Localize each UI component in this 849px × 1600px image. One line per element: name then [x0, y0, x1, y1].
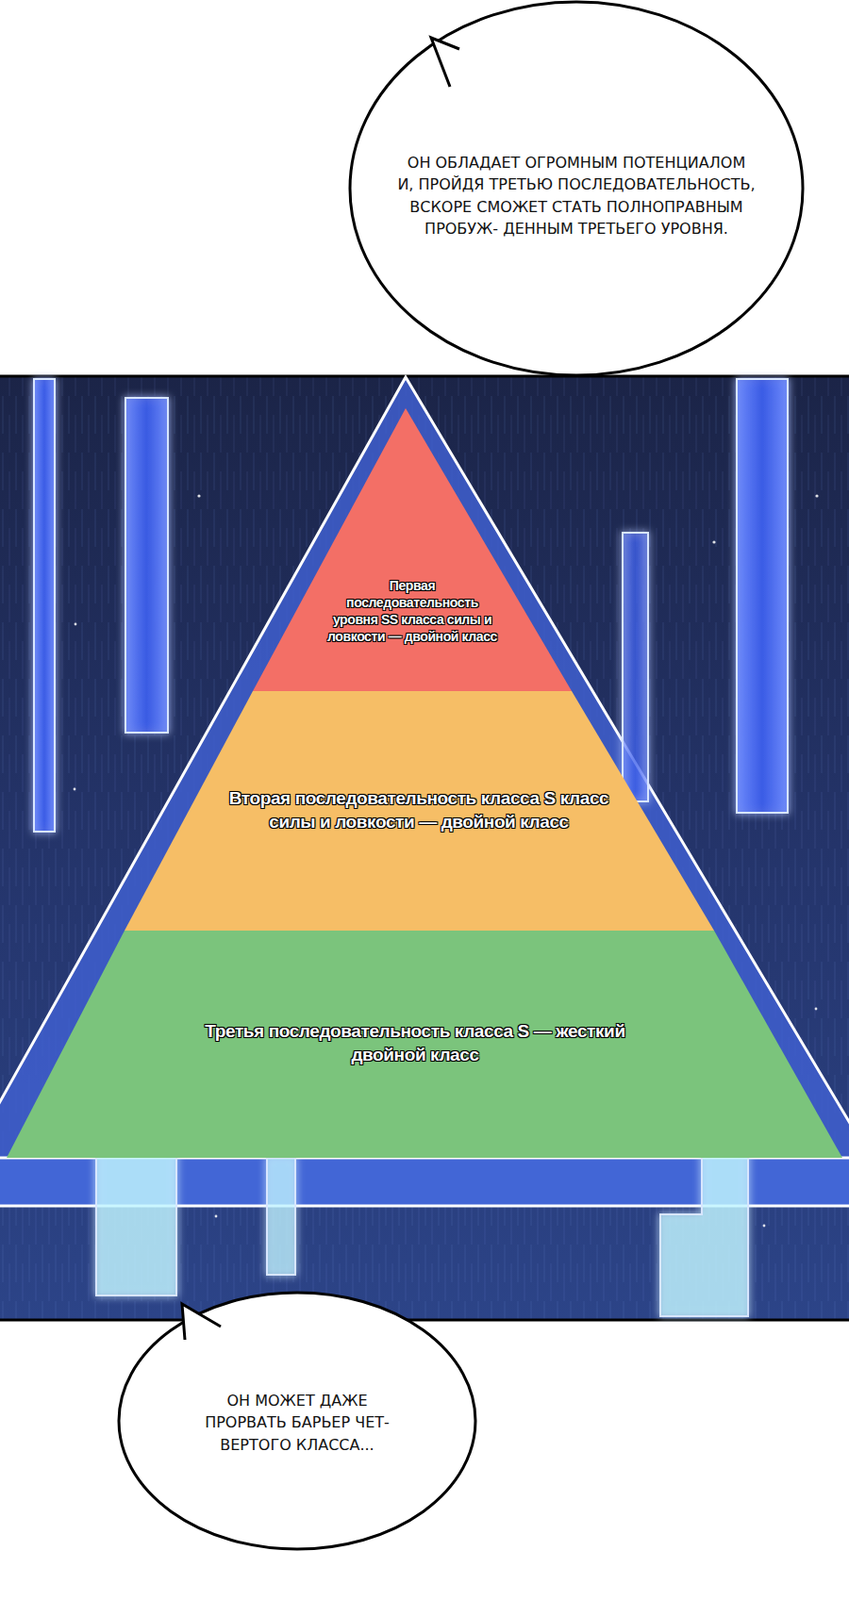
- bubble-tail: [182, 1304, 221, 1341]
- sparkle: [215, 1215, 218, 1219]
- band-label: Вторая последовательность класса S класс…: [211, 787, 627, 834]
- pyramid-band: Третья последовательность класса S — жес…: [0, 931, 849, 1159]
- band-fill: [252, 408, 572, 692]
- band-shape: [124, 691, 715, 932]
- pyramid-band: Первая последовательность уровня SS клас…: [252, 408, 572, 692]
- glow-bar: [125, 398, 168, 733]
- text-slot: Первая последовательность уровня SS клас…: [322, 540, 502, 683]
- glow-bar: [736, 379, 788, 814]
- band-fill: [124, 691, 715, 932]
- bubble-tail: [431, 37, 460, 87]
- band-shape: [252, 408, 572, 692]
- sparkle: [74, 623, 78, 627]
- speech-text: ОН ОБЛАДАЕТ ОГРОМНЫМ ПОТЕНЦИАЛОМ И, ПРОЙ…: [397, 151, 756, 240]
- outer-triangle: [0, 377, 849, 1170]
- band-label: Первая последовательность уровня SS клас…: [322, 577, 502, 647]
- sparkle: [712, 540, 716, 544]
- bubble-outline: [349, 1, 803, 376]
- panel-ground: [0, 375, 849, 1322]
- text-slot: Третья последовательность класса S — жес…: [169, 978, 661, 1111]
- glow-bar: [622, 532, 649, 802]
- sparkle: [73, 788, 77, 792]
- text-slot: Вторая последовательность класса S класс…: [211, 748, 627, 875]
- band-shape: [0, 931, 849, 1159]
- sparkle: [815, 494, 818, 498]
- pyramid-band: Вторая последовательность класса S класс…: [124, 691, 715, 932]
- bubble-outline: [118, 1293, 476, 1550]
- speech-bubble: ОН ОБЛАДАЕТ ОГРОМНЫМ ПОТЕНЦИАЛОМ И, ПРОЙ…: [348, 0, 805, 378]
- sparkle: [763, 1225, 766, 1229]
- rain-texture: [0, 375, 849, 1322]
- speech-text: ОН МОЖЕТ ДАЖЕ ПРОРВАТЬ БАРЬЕР ЧЕТ- ВЕРТО…: [188, 1390, 406, 1457]
- glow-bar: [33, 379, 55, 833]
- text-slot: ОН МОЖЕТ ДАЖЕ ПРОРВАТЬ БАРЬЕР ЧЕТ- ВЕРТО…: [188, 1366, 406, 1481]
- band-label: Третья последовательность класса S — жес…: [169, 1020, 661, 1067]
- sparkle: [197, 494, 200, 498]
- panel-border: [0, 375, 849, 379]
- band-fill: [6, 931, 843, 1159]
- glow-bar: [266, 1158, 296, 1276]
- text-slot: ОН ОБЛАДАЕТ ОГРОМНЫМ ПОТЕНЦИАЛОМ И, ПРОЙ…: [397, 113, 756, 279]
- speech-bubble: ОН МОЖЕТ ДАЖЕ ПРОРВАТЬ БАРЬЕР ЧЕТ- ВЕРТО…: [116, 1291, 478, 1552]
- panel-border: [0, 1319, 849, 1323]
- sparkle: [815, 1008, 818, 1012]
